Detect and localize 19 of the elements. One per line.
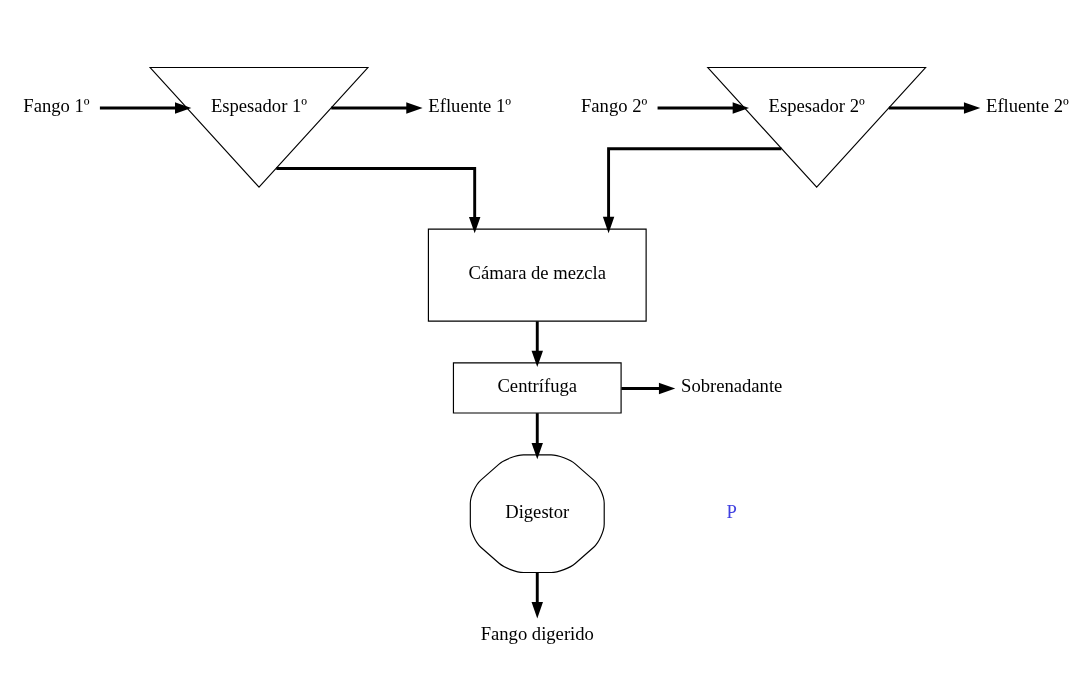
arrow	[657, 102, 749, 114]
label: P	[726, 501, 737, 523]
node-box: Cámara de mezcla	[427, 228, 647, 322]
arrow	[621, 382, 676, 395]
arrow	[602, 147, 782, 234]
arrow	[99, 102, 192, 114]
node-text: Fango digerido	[480, 622, 594, 644]
node-box: Centrífuga	[452, 362, 622, 414]
arrow	[276, 167, 481, 234]
node-text: Sobrenadante	[681, 375, 783, 397]
node-text: Efluente 2º	[986, 94, 1069, 116]
arrow	[531, 413, 543, 460]
node-text: Efluente 1º	[428, 94, 512, 116]
node-text: Fango 1º	[23, 94, 90, 116]
arrow	[888, 102, 981, 114]
arrow	[531, 572, 543, 619]
arrow	[531, 321, 543, 368]
node-text: Fango 2º	[580, 94, 648, 116]
arrow	[331, 102, 423, 114]
